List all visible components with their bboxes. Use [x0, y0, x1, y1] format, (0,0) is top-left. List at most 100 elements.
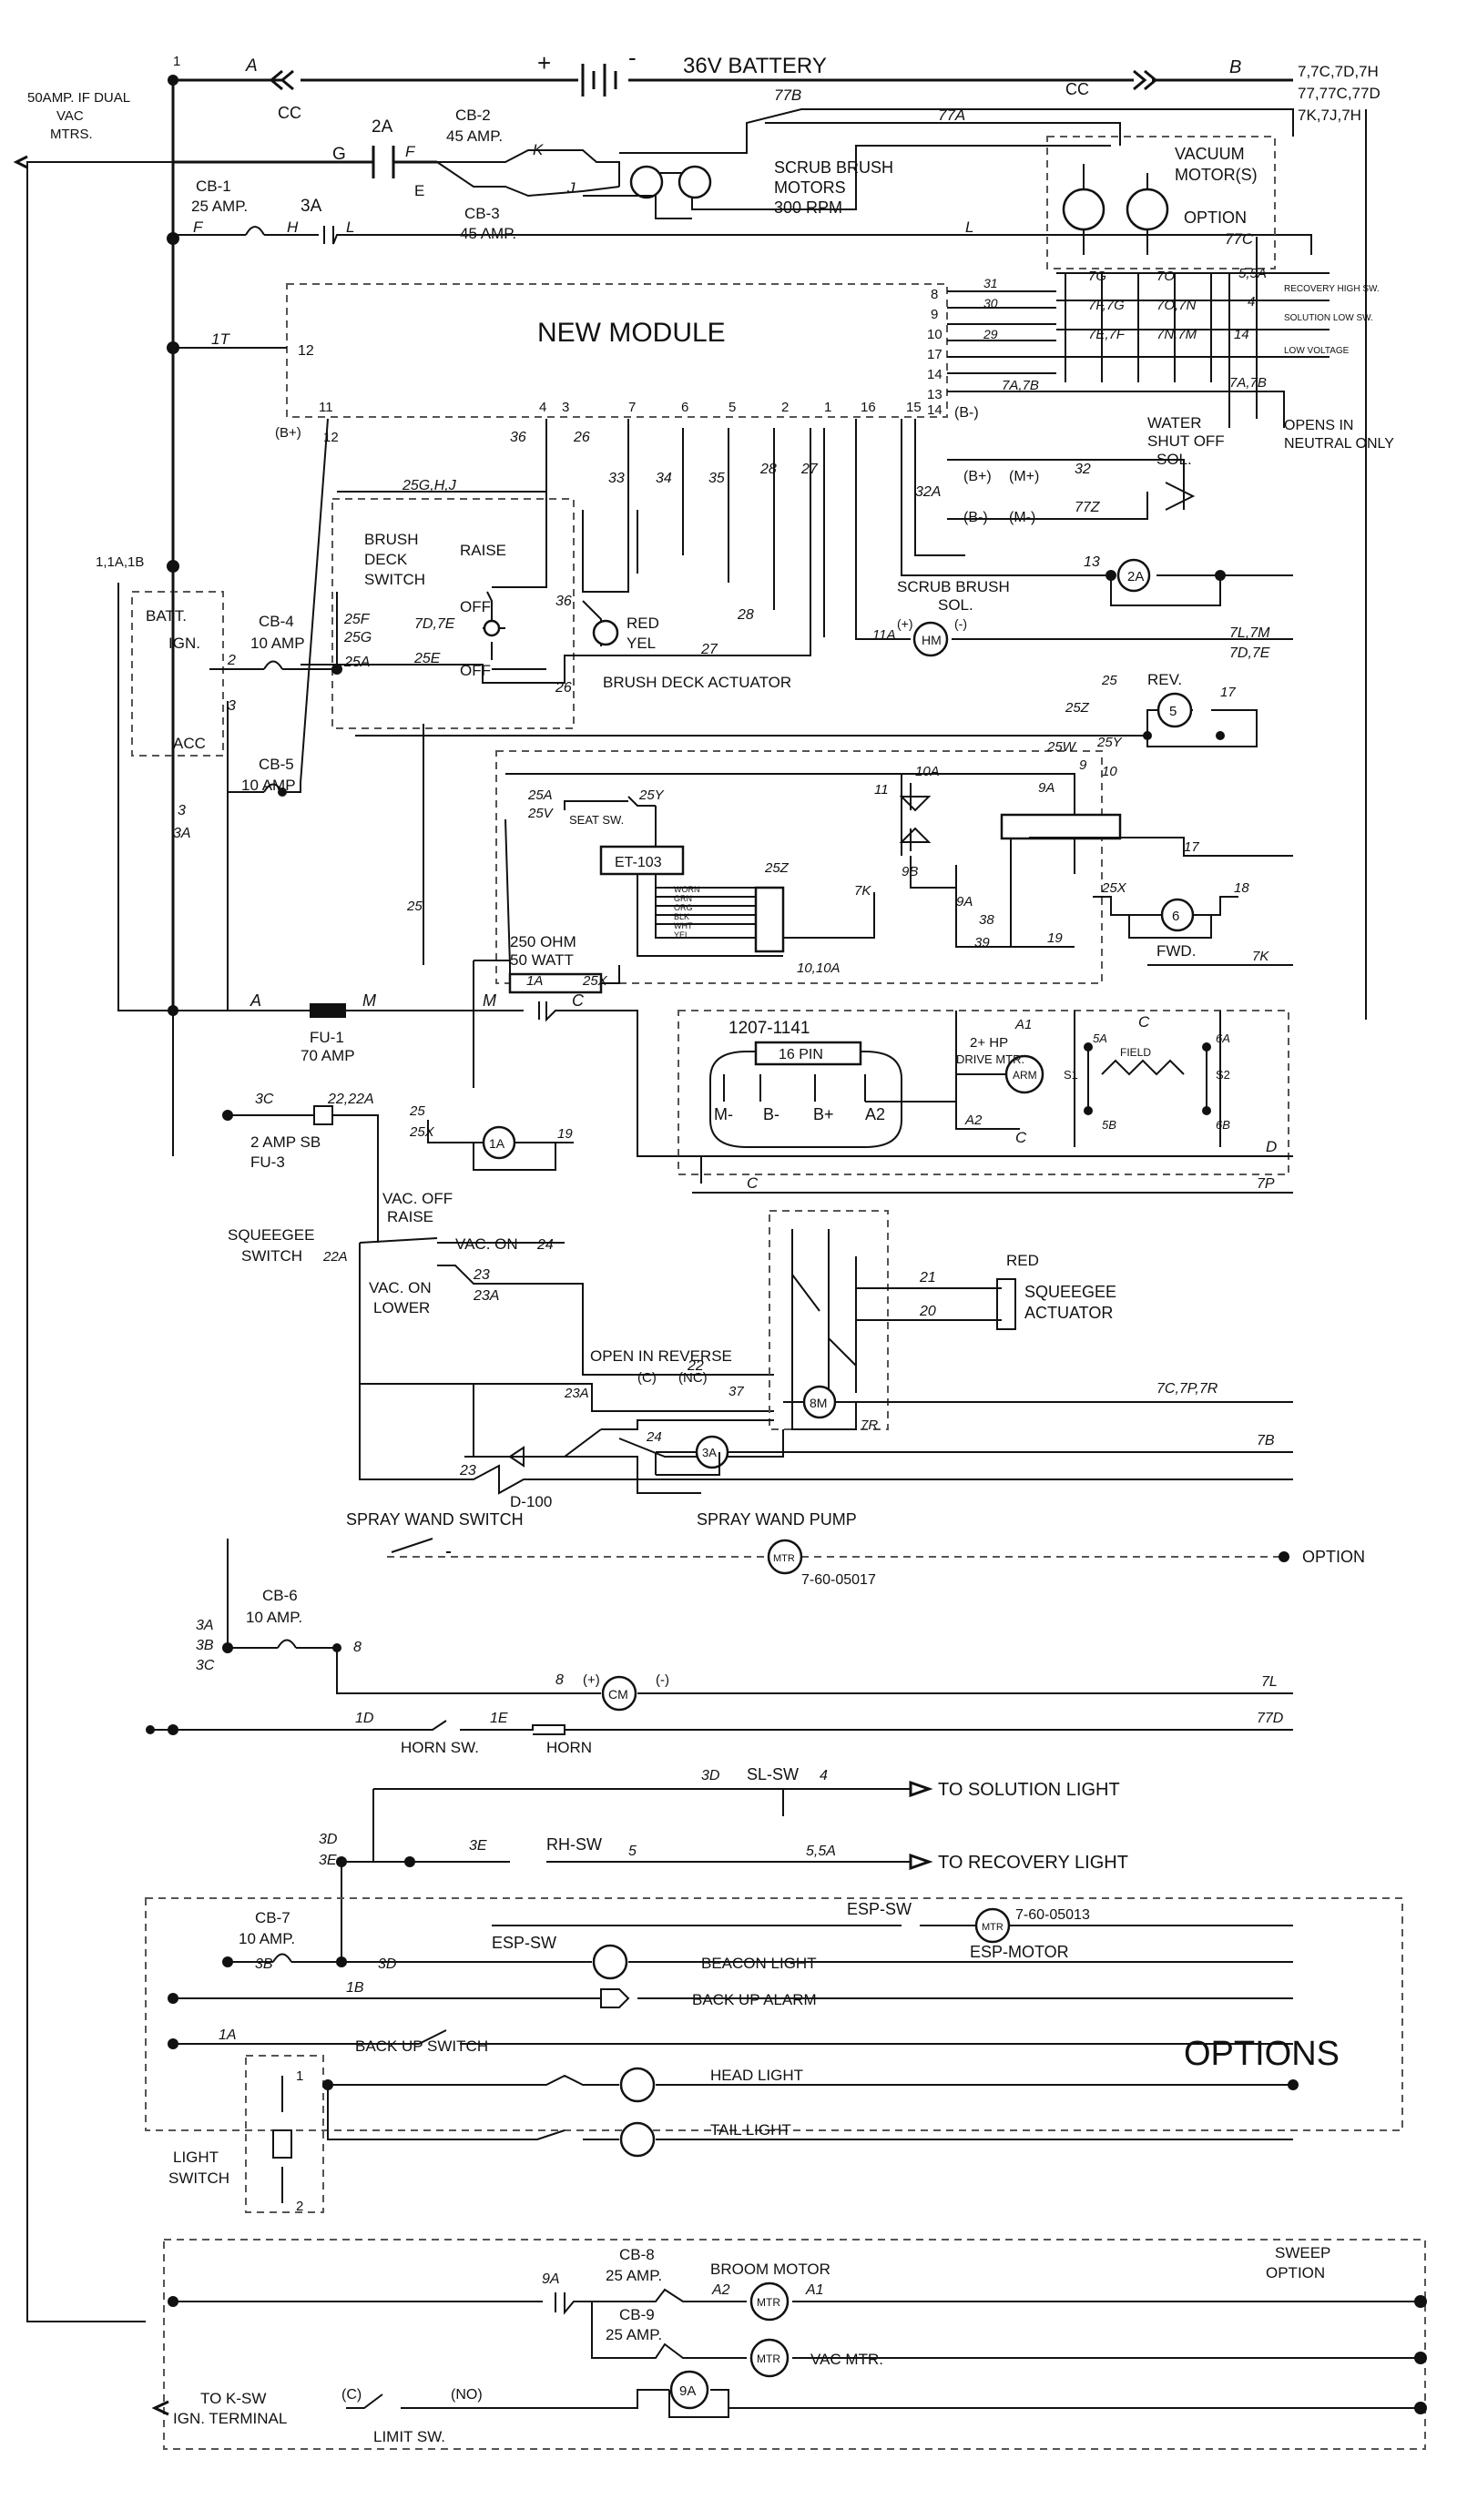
module-pin-17: 17	[927, 347, 942, 362]
cb2-name: CB-2	[455, 107, 491, 124]
wire-25e: 25E	[413, 651, 441, 666]
cc-right-label: CC	[1065, 80, 1089, 98]
cb3-rating: 45 AMP.	[460, 225, 516, 242]
drive-a1: A1	[1014, 1017, 1032, 1032]
battery-symbol	[581, 64, 617, 97]
to-recovery-light: TO RECOVERY LIGHT	[938, 1853, 1128, 1873]
ignition-switch	[131, 418, 342, 1011]
water-m-plus: (M+)	[1009, 469, 1039, 484]
module-pin-1: 1	[824, 400, 831, 415]
squeegee-actuator-symbol	[996, 1278, 1016, 1330]
water-label-3: SOL.	[1156, 451, 1192, 468]
ign-wire-3: 3	[228, 698, 236, 714]
cb9-rating: 25 AMP.	[606, 2326, 662, 2343]
limit-c: (C)	[341, 2387, 362, 2403]
low-voltage: LOW VOLTAGE	[1284, 346, 1350, 356]
cb7-symbol	[272, 1953, 292, 1963]
cb7-name: CB-7	[255, 1909, 290, 1926]
forward-relay	[1093, 896, 1293, 966]
controller-part: 1207-1141	[728, 1019, 810, 1038]
wire-9: 9	[1079, 757, 1087, 773]
drive-arm: ARM	[1013, 1069, 1037, 1082]
cb8-rating: 25 AMP.	[606, 2267, 662, 2284]
esp-motor	[974, 1907, 1011, 1944]
wire-a-label: A	[245, 56, 258, 76]
wire-25x-fwd: 25X	[1101, 880, 1127, 896]
wire-19-seat: 19	[1047, 930, 1063, 946]
relay-9a	[669, 2370, 709, 2410]
drive-l2: DRIVE MTR.	[956, 1052, 1024, 1066]
module-pin-11: 11	[319, 400, 333, 415]
sweep-option-1: SWEEP	[1275, 2244, 1330, 2261]
module-pin-12: 12	[298, 343, 314, 359]
cb6-rating: 10 AMP.	[246, 1609, 302, 1626]
wire-25a-seat: 25A	[527, 788, 553, 803]
tail-light-label: TAIL LIGHT	[710, 2121, 791, 2139]
wire-3e-2: 3E	[469, 1838, 487, 1854]
module-pin-16: 16	[861, 400, 876, 415]
main-wire-1a: 1A	[526, 973, 543, 989]
recovery-high-switch: RECOVERY HIGH SW.	[1284, 284, 1380, 294]
et103-wire-6: YEL	[674, 930, 689, 940]
resistor-label-1: 250 OHM	[510, 933, 576, 950]
wire-25ghj: 25G,H,J	[402, 478, 457, 493]
wire-10a: 10A	[915, 764, 940, 779]
drive-s2: S2	[1216, 1068, 1230, 1082]
resistor	[473, 960, 620, 1088]
module-pin-3: 3	[562, 400, 569, 415]
wire-1e: 1E	[490, 1711, 508, 1726]
wire-2a: 2A	[372, 117, 393, 137]
cm-plus: (+)	[583, 1672, 600, 1688]
wire-25z-seat: 25Z	[764, 860, 790, 876]
vacuum-label-1: VACUUM	[1175, 145, 1245, 163]
drive-a2: A2	[964, 1113, 983, 1128]
module-pin-6: 6	[681, 400, 688, 415]
esp-sw-label-1: ESP-SW	[847, 1900, 912, 1918]
controller-7p: 7P	[1257, 1176, 1275, 1192]
cb5-rating: 10 AMP	[241, 777, 296, 794]
red-sq-label: RED	[1006, 1252, 1039, 1269]
module-b-minus: (B-)	[954, 405, 979, 421]
backup-switch-label: BACK UP SWITCH	[355, 2037, 488, 2055]
wire-3c: 3C	[255, 1092, 274, 1107]
wire-25g: 25G	[343, 630, 372, 645]
controller-16pin	[754, 1041, 862, 1066]
rev-label: REV.	[1147, 671, 1182, 688]
wire-25a-deck: 25A	[343, 655, 370, 670]
module-pin-9: 9	[931, 307, 938, 322]
scrub-label-2: MOTORS	[774, 178, 846, 197]
wire-25-fu3: 25	[409, 1103, 425, 1119]
scrub-label-1: SCRUB BRUSH	[774, 158, 893, 177]
relay-7e7f: 7E,7F	[1088, 327, 1126, 342]
drive-6b: 6B	[1216, 1118, 1230, 1132]
wire-25y-rev: 25Y	[1096, 735, 1123, 750]
field-label: FIELD	[1120, 1046, 1151, 1059]
esp-motor-label: ESP-MOTOR	[970, 1943, 1069, 1961]
wire-l2: L	[965, 218, 973, 236]
broom-motor-label: BROOM MOTOR	[710, 2261, 830, 2278]
water-m-minus: (M-)	[1009, 510, 1035, 525]
vac-mtr: MTR	[757, 2352, 780, 2365]
spray-mtr: MTR	[773, 1553, 795, 1564]
broom-mtr: MTR	[757, 2296, 780, 2309]
wire-25v: 25V	[527, 806, 555, 821]
ign-wire-2: 2	[227, 653, 236, 668]
brush-deck-actuator: BRUSH DECK ACTUATOR	[603, 674, 791, 691]
top-right-line2: 77,77C,77D	[1298, 85, 1381, 102]
relay-29: 29	[983, 327, 998, 341]
reverse-relay	[1156, 692, 1193, 728]
wire-7r: 7R	[861, 1418, 878, 1433]
wire-28-b: 28	[737, 607, 754, 623]
spray-pump-motor	[767, 1539, 803, 1575]
yel-label: YEL	[627, 635, 656, 652]
wire-4-sl: 4	[820, 1768, 828, 1783]
raise-label: RAISE	[460, 542, 506, 559]
et103-wire-3: ORG	[674, 903, 693, 912]
cb4-symbol	[263, 660, 283, 670]
module-pin-8: 8	[931, 287, 938, 302]
wire-17-rev: 17	[1220, 685, 1236, 700]
main-wire-c: C	[572, 991, 585, 1010]
vacuum-motor-2	[1126, 188, 1169, 231]
squeegee-actuator-2: ACTUATOR	[1024, 1304, 1113, 1322]
acc-label: ACC	[173, 735, 206, 752]
